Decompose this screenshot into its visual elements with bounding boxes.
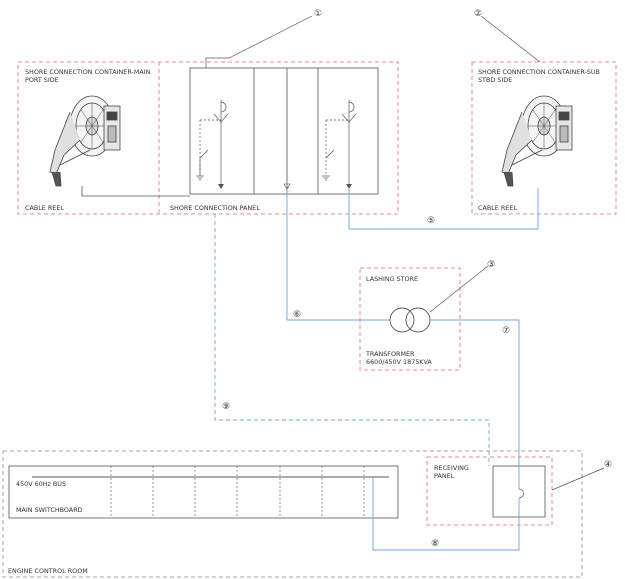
main-container-label-line1: SHORE CONNECTION CONTAINER-MAIN [25,68,151,76]
lashing-store-boundary [359,267,461,371]
engine-control-room-label: ENGINE CONTROL ROOM [8,567,88,575]
cable-5 [348,188,539,230]
shore-connection-panel [189,67,379,195]
receiving-panel-label-line1: RECEIVING [434,464,469,472]
callout-4: ④ [604,460,612,470]
main-switchboard [8,465,399,519]
cable-9 [214,214,490,466]
receiving-panel-boundary [426,456,553,526]
main-reel-link [81,186,190,197]
sub-cable-reel-label: CABLE REEL [478,204,517,212]
main-cable-reel-label: CABLE REEL [25,204,64,212]
sub-container-label-line1: SHORE CONNECTION CONTAINER-SUB [478,68,600,76]
callout-5: ⑤ [427,216,435,226]
breaker-icon [518,488,524,499]
transformer-symbol-icon [389,307,431,333]
transformer-label-line2: 6600/450V 1875KVA [366,358,432,366]
callout-9: ⑨ [222,402,230,412]
breaker-icon [322,100,357,185]
callout-1: ① [314,9,322,19]
bus-label: 450V 60Hz BUS [16,480,66,488]
engine-control-room-boundary [2,450,583,578]
switchboard-label: MAIN SWITCHBOARD [16,506,83,514]
callout-6: ⑥ [293,310,301,320]
receiving-panel-label-line2: PANEL [434,472,455,480]
cable-reel-icon [501,95,573,187]
sub-container-boundary [471,61,617,215]
switchboard-section-dividers [110,466,365,518]
callout-7: ⑦ [502,326,510,336]
lashing-store-label: LASHING STORE [366,275,418,283]
cable-7 [430,319,520,489]
cable-reel-icon [49,95,121,187]
cable-8 [372,477,520,551]
callout-2: ② [474,9,482,19]
panel-terminal-marks [218,183,352,190]
callout-8: ⑧ [431,539,439,549]
transformer-label-line1: TRANSFORMER [365,350,415,358]
sub-container-label-line2: STBD SIDE [478,76,512,84]
main-container-label-line2: PORT SIDE [25,76,59,84]
shore-connection-panel-label: SHORE CONNECTION PANEL [170,204,260,212]
breaker-icon [196,100,229,185]
cable-6 [286,189,390,321]
callout-3: ③ [487,260,495,270]
callout-leaders [205,15,605,491]
main-container-boundary [17,61,399,215]
